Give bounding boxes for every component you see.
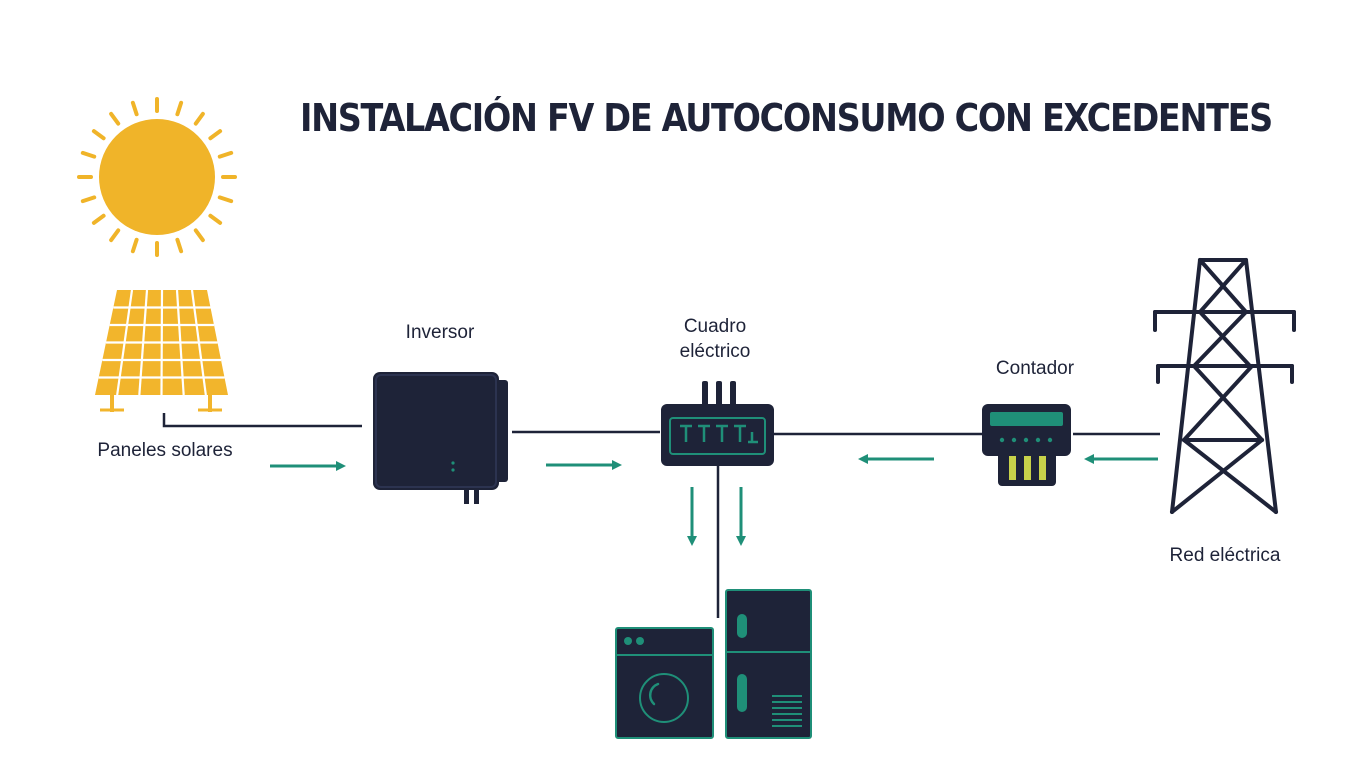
sun-ray xyxy=(130,100,139,117)
solar-panel-icon xyxy=(95,289,228,412)
label-electrical-panel-line2: eléctrico xyxy=(679,341,751,362)
sun-icon xyxy=(77,97,237,257)
sun-ray xyxy=(193,111,205,126)
washing-machine-icon xyxy=(615,627,714,739)
label-electrical-panel: Cuadro eléctrico xyxy=(650,314,780,364)
sun-ray xyxy=(80,195,97,204)
electrical-panel-icon xyxy=(661,381,774,466)
flow-arrows xyxy=(270,454,1158,546)
meter-icon xyxy=(982,404,1071,486)
inverter-icon xyxy=(373,372,508,504)
wiring xyxy=(162,413,1160,618)
sun-ray xyxy=(217,195,234,204)
label-solar-panels: Paneles solares xyxy=(97,440,233,461)
sun-ray xyxy=(175,237,184,254)
sun-ray xyxy=(109,111,121,126)
page-title: INSTALACIÓN FV DE AUTOCONSUMO CON EXCEDE… xyxy=(300,96,1273,140)
sun-ray xyxy=(208,213,223,225)
label-grid: Red eléctrica xyxy=(1169,545,1281,566)
sun-ray xyxy=(91,129,106,141)
sun-ray xyxy=(175,100,184,117)
sun-ray xyxy=(109,228,121,243)
label-electrical-panel-line1: Cuadro xyxy=(683,316,747,337)
sun-ray xyxy=(80,150,97,159)
fridge-icon xyxy=(725,589,812,739)
label-meter: Contador xyxy=(995,358,1075,379)
sun-ray xyxy=(193,228,205,243)
sun-ray xyxy=(208,129,223,141)
label-inverter: Inversor xyxy=(405,322,475,343)
sun-ray xyxy=(130,237,139,254)
sun-ray xyxy=(91,213,106,225)
sun-ray xyxy=(217,150,234,159)
power-tower-icon xyxy=(1153,258,1296,514)
